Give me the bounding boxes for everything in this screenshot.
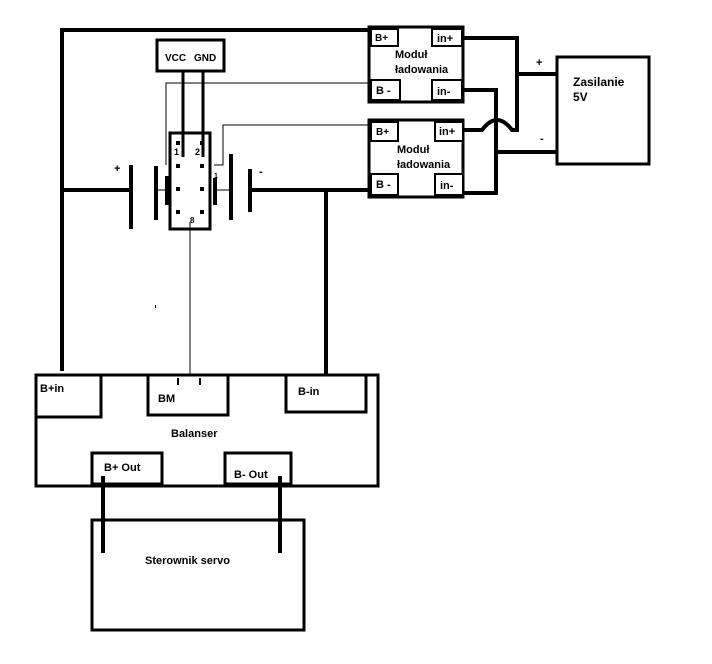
vcc-gnd-header	[155, 38, 226, 73]
gnd-label: GND	[194, 53, 216, 64]
supply-minus-sign: -	[540, 133, 544, 145]
supply-minus-wire-bottom	[463, 152, 498, 195]
bottom-b-plus-pad	[370, 121, 399, 142]
supply-plus-sign: +	[536, 57, 542, 69]
power-supply-label-1: Zasilanie	[573, 75, 625, 89]
battery-plus-sign: +	[114, 163, 120, 175]
bottom-b-minus-label: B -	[376, 179, 391, 191]
bottom-module-title-2: ładowania	[397, 159, 451, 171]
bm-pad	[146, 373, 230, 417]
supply-plus-wire-top	[462, 36, 557, 76]
bottom-b-minus-pad	[370, 173, 399, 196]
main-positive-rail	[60, 28, 371, 371]
charger-top-b-minus-sense	[165, 82, 371, 165]
charger-bottom-b-plus-sense	[214, 124, 371, 166]
bottom-in-minus-label: in-	[440, 180, 454, 192]
power-supply-label-2: 5V	[573, 90, 588, 104]
vcc-label: VCC	[165, 53, 186, 64]
pin-8-label: 8	[190, 216, 195, 225]
bottom-in-minus-pad	[434, 173, 464, 196]
top-module-title-2: ładowania	[395, 64, 449, 76]
pin-2-label: 2	[195, 147, 200, 157]
servo-controller-title: Sterownik servo	[145, 555, 230, 567]
battery-pack	[129, 154, 252, 229]
supply-minus-wire-top	[462, 88, 557, 154]
servo-controller	[90, 518, 306, 632]
b-plus-in-label: B+in	[40, 383, 64, 395]
stray-mark	[155, 305, 156, 308]
balancer-title: Balanser	[171, 428, 218, 440]
b-minus-in-pad	[284, 373, 368, 414]
b-plus-in-pad	[34, 373, 103, 419]
pin-1-label: 1	[174, 147, 179, 157]
bottom-module-title-1: Moduł	[397, 144, 429, 156]
bottom-b-plus-label: B+	[376, 127, 389, 138]
top-in-plus-label: in+	[437, 33, 453, 45]
top-b-minus-label: B -	[376, 85, 391, 97]
b-minus-out-label: B- Out	[234, 469, 268, 481]
b-plus-out-label: B+ Out	[104, 462, 141, 474]
supply-plus-wire-bottom	[463, 74, 519, 132]
bm-label: BM	[158, 393, 175, 405]
top-b-minus-pad	[370, 79, 401, 101]
power-supply	[555, 55, 651, 166]
b-minus-in-label: B-in	[298, 386, 320, 398]
top-module-title-1: Moduł	[395, 49, 427, 61]
top-b-plus-label: B+	[375, 33, 388, 44]
bottom-in-plus-label: in+	[439, 126, 455, 138]
top-in-minus-label: in-	[437, 86, 451, 98]
battery-minus-sign: -	[259, 166, 263, 178]
pin-mark-label: 1	[214, 173, 218, 180]
top-b-plus-pad	[370, 28, 399, 47]
